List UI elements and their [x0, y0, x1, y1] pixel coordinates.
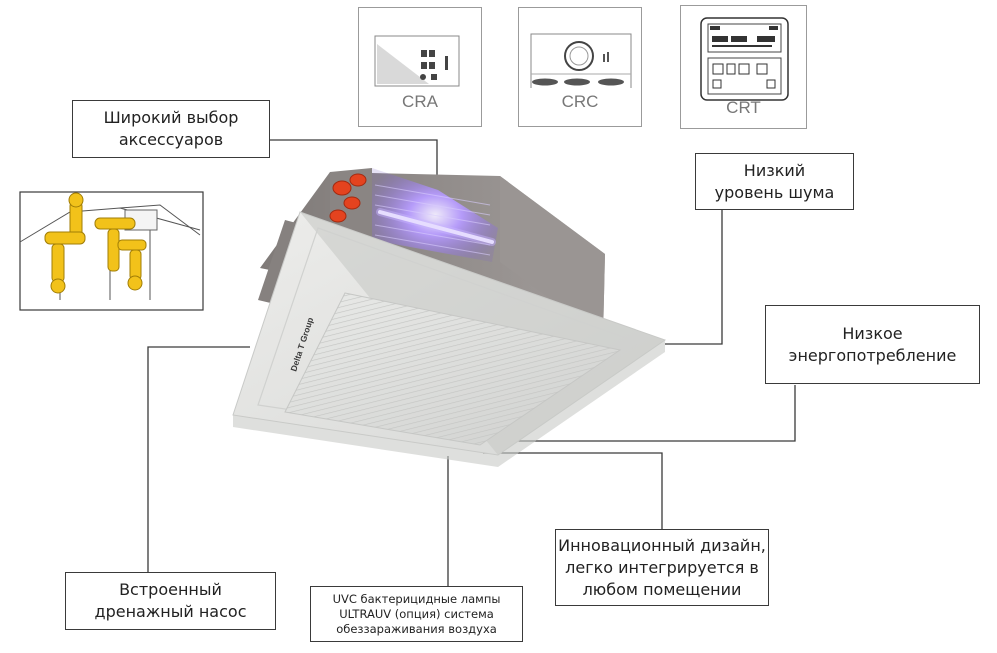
controller-crc-label: CRC — [561, 92, 599, 111]
callout-design-line-1: Инновационный дизайн, — [558, 535, 766, 555]
callout-energy-line-2: энергопотребление — [788, 345, 957, 365]
callout-pump: Встроенный дренажный насос — [65, 572, 276, 630]
callout-pump-line-2: дренажный насос — [94, 602, 247, 621]
controller-cra-card: CRA — [358, 7, 482, 127]
callout-uvc-line-3: обеззараживания воздуха — [336, 621, 497, 636]
cra-controller-icon — [374, 35, 460, 87]
callout-pump-line-1: Встроенный — [119, 580, 222, 599]
crt-controller-icon — [700, 17, 789, 101]
valve-inset — [19, 191, 204, 311]
callout-uvc-line-1: UVC бактерицидные лампы — [332, 591, 501, 606]
callout-energy-line-1: Низкое — [842, 323, 903, 343]
crc-controller-icon — [530, 33, 632, 88]
callout-uvc-line-2: ULTRAUV (опция) система — [339, 606, 494, 621]
callout-design-line-2: легко интегрируется в — [565, 557, 759, 577]
callout-design-line-3: любом помещении — [582, 579, 742, 599]
callout-accessories-line-1: Широкий выбор — [103, 108, 239, 127]
controller-crc-card: CRC — [518, 7, 642, 127]
callout-design: Инновационный дизайн, легко интегрируетс… — [555, 529, 769, 606]
callout-uvc: UVC бактерицидные лампы ULTRAUV (опция) … — [310, 586, 523, 642]
uv-lamp — [378, 210, 494, 244]
callout-accessories-line-2: аксессуаров — [118, 130, 224, 149]
callout-accessories: Широкий выбор аксессуаров — [72, 100, 270, 158]
leader-lines — [147, 139, 796, 586]
controller-cra-label: CRA — [402, 92, 438, 111]
pipe-fittings — [329, 173, 367, 223]
callout-noise: Низкий уровень шума — [695, 153, 854, 210]
cassette-panel: Delta T Group — [232, 211, 667, 467]
air-grille — [285, 293, 620, 445]
callout-noise-line-2: уровень шума — [714, 182, 835, 202]
uv-chamber — [372, 168, 498, 262]
controller-crt-label: CRT — [726, 98, 761, 117]
callout-noise-line-1: Низкий — [743, 160, 806, 180]
callout-energy: Низкое энергопотребление — [765, 305, 980, 384]
controller-crt-card: CRT — [680, 5, 807, 129]
